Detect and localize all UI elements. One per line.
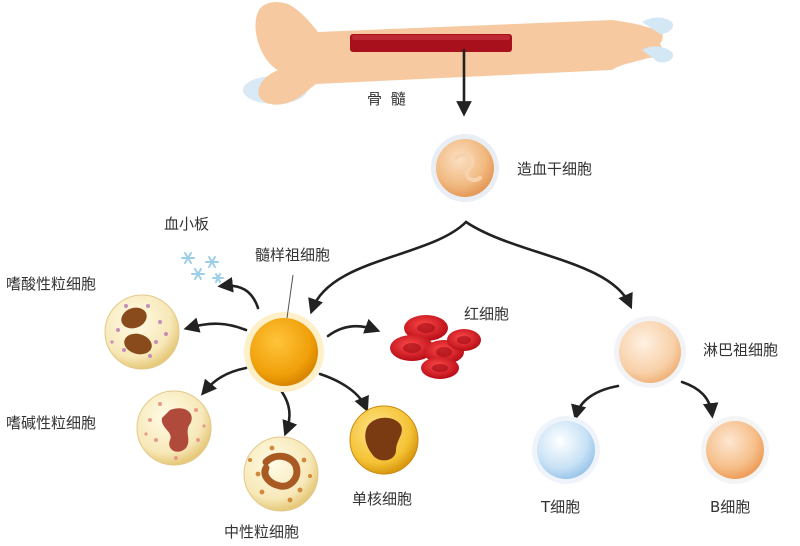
arrow-lymphoid-to-t	[571, 384, 620, 421]
arrow-to-monocyte	[318, 372, 369, 413]
flow-arrows	[183, 48, 719, 437]
bone	[243, 2, 674, 105]
label-eosinophil: 嗜酸性粒细胞	[6, 275, 97, 293]
label-hsc: 造血干细胞	[517, 160, 593, 178]
label-myeloid-progenitor: 髓样祖细胞	[255, 246, 331, 264]
arrow-to-eosinophil	[183, 317, 248, 333]
arrow-to-platelet	[217, 277, 260, 310]
myeloid-progenitor-cell	[244, 274, 324, 392]
neutrophil-cell	[243, 436, 319, 512]
arrow-to-basophil	[201, 366, 248, 396]
rbc-cluster	[390, 315, 481, 379]
label-monocyte: 单核细胞	[352, 490, 413, 508]
arrow-hsc-to-lymphoid	[464, 220, 633, 310]
b-cell	[701, 416, 769, 484]
t-cell	[532, 416, 600, 484]
arrow-hsc-to-myeloid	[308, 220, 468, 315]
label-basophil: 嗜碱性粒细胞	[6, 414, 97, 432]
monocyte-cell	[349, 405, 419, 475]
basophil-cell	[136, 390, 212, 466]
lymphoid-progenitor-cell	[614, 316, 686, 388]
eosinophil-cell	[104, 294, 180, 370]
label-neutrophil: 中性粒细胞	[224, 523, 300, 541]
label-t-cell: T细胞	[541, 498, 581, 516]
hsc-cell	[431, 134, 499, 202]
label-b-cell: B细胞	[710, 498, 751, 516]
arrow-to-neutrophil	[280, 390, 298, 437]
label-bone-marrow: 骨 髓	[367, 90, 408, 108]
label-rbc: 红细胞	[464, 305, 510, 323]
label-platelet: 血小板	[164, 215, 210, 233]
arrow-to-rbc	[326, 318, 381, 338]
arrow-lymphoid-to-b	[680, 380, 719, 419]
label-lymphoid-progenitor: 淋巴祖细胞	[703, 341, 779, 359]
platelet-cluster	[181, 252, 224, 283]
